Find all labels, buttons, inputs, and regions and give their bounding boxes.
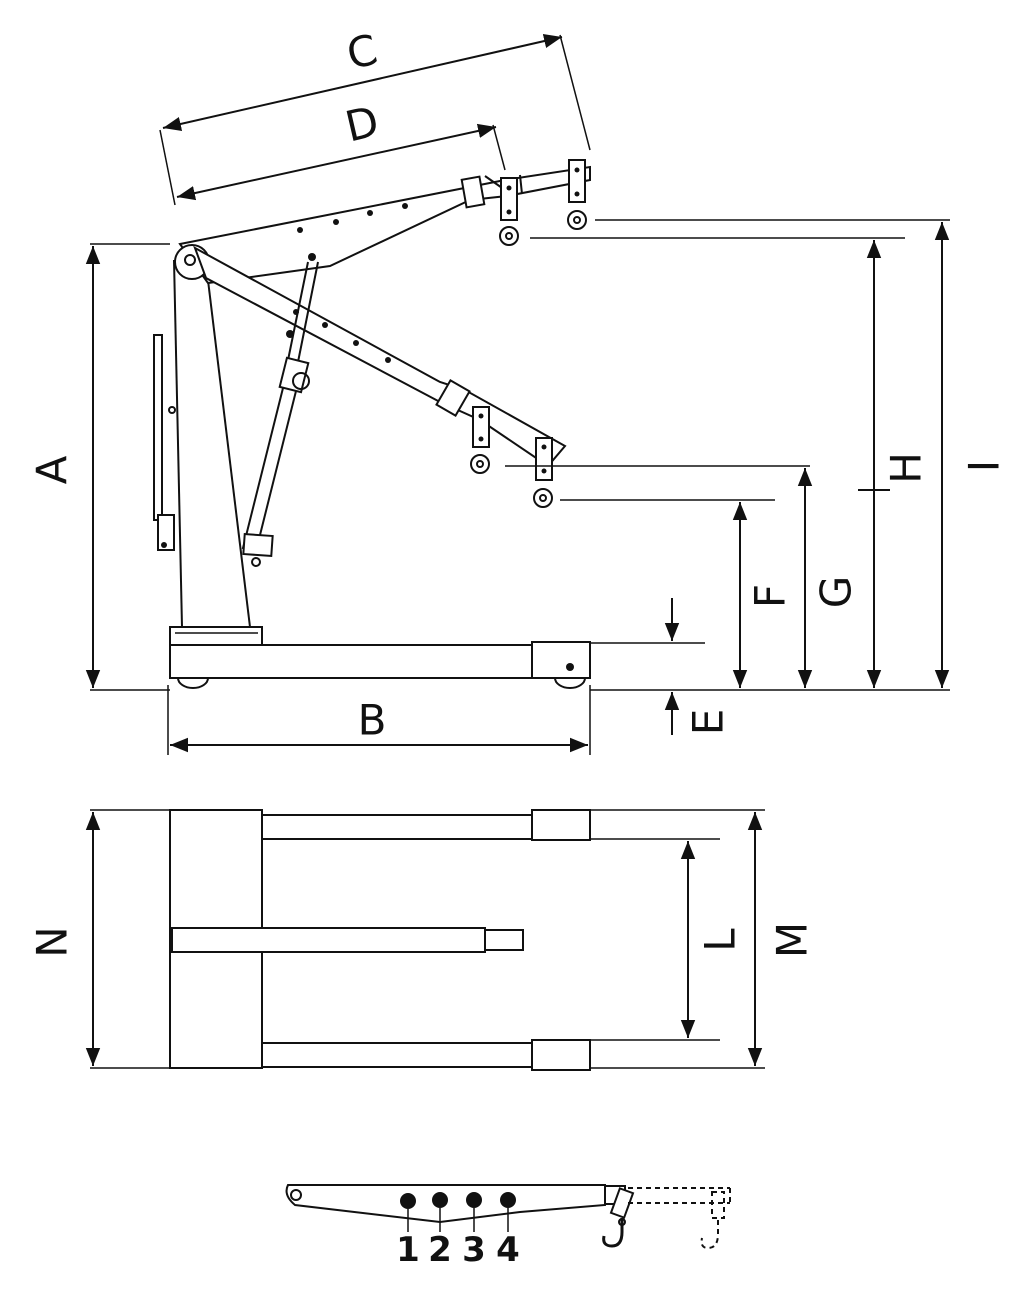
side-view: A B C D E F G H I <box>28 25 1009 755</box>
boom-position-4: 4 <box>496 1230 520 1270</box>
pump-handle <box>153 334 176 551</box>
lower-hook-outer <box>533 437 553 508</box>
dim-line-C <box>162 33 563 132</box>
boom-position-1: 1 <box>396 1230 420 1270</box>
extension-lines <box>90 34 950 755</box>
boom-position-detail: 1 2 3 4 <box>285 1184 731 1270</box>
mast <box>173 259 251 628</box>
detail-extension-dashed <box>628 1187 731 1250</box>
boom-hole-1 <box>400 1193 416 1209</box>
label-E: E <box>684 709 733 736</box>
boom-position-3: 3 <box>462 1230 486 1270</box>
top-leg-upper <box>261 809 591 841</box>
label-F: F <box>746 584 795 608</box>
front-wheel <box>554 677 586 689</box>
label-M: M <box>768 922 817 958</box>
label-G: G <box>812 576 861 609</box>
top-view: N L M <box>28 809 817 1071</box>
boom-hole-4 <box>500 1192 516 1208</box>
label-A: A <box>28 455 77 484</box>
hydraulic-ram <box>241 261 319 567</box>
boom-hole-2 <box>432 1192 448 1208</box>
lower-hook-inner <box>470 406 490 474</box>
upper-hook-outer <box>567 159 587 230</box>
label-L: L <box>696 928 745 952</box>
label-C: C <box>342 25 382 79</box>
rear-wheel <box>177 677 209 689</box>
label-N: N <box>28 926 77 957</box>
label-I: I <box>960 460 1009 472</box>
label-B: B <box>358 696 387 745</box>
upper-hook-inner <box>499 177 519 246</box>
label-H: H <box>882 452 931 484</box>
detail-hook-solid <box>602 1187 635 1248</box>
label-D: D <box>341 96 384 151</box>
top-leg-lower <box>261 1039 591 1071</box>
top-boom <box>171 927 524 953</box>
lower-boom <box>193 245 567 468</box>
dim-line-D <box>176 123 497 201</box>
boom-hole-3 <box>466 1192 482 1208</box>
base-beam <box>169 626 591 679</box>
boom-position-2: 2 <box>428 1230 452 1270</box>
